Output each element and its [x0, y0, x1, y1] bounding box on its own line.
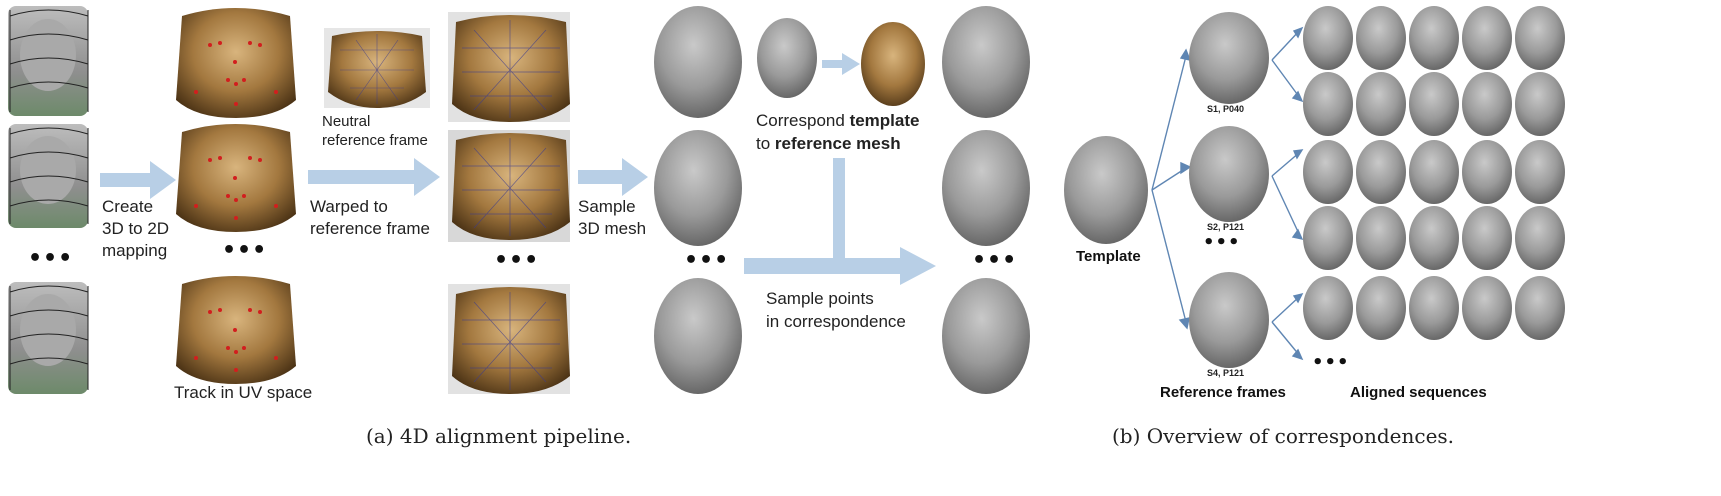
arrow-warp — [308, 158, 440, 196]
uv-texture-1 — [176, 8, 296, 118]
ellipsis-ref: ••• — [1203, 232, 1241, 253]
label-warped-2: reference frame — [310, 219, 430, 238]
neutral-reference-frame — [324, 28, 430, 108]
arrow-create-mapping — [100, 161, 176, 199]
output-face-1 — [942, 6, 1030, 118]
ellipsis-col2: ••• — [222, 238, 268, 263]
reference-face-2 — [1189, 126, 1269, 222]
cylinder-photo-2 — [8, 124, 89, 228]
correspond-to-text: to — [756, 134, 775, 153]
reference-face-1 — [1189, 12, 1269, 104]
label-neutral-2: reference frame — [322, 132, 428, 149]
label-create-1: Create — [102, 197, 154, 216]
label-create-2: 3D to 2D — [102, 219, 170, 238]
label-sample-points-2: in correspondence — [766, 312, 906, 331]
label-create-3: mapping — [102, 241, 168, 260]
caption-b: (b) Overview of correspondences. — [1112, 424, 1455, 448]
label-warped-1: Warped to — [310, 197, 388, 216]
merge-connector — [833, 158, 845, 262]
label-correspond-line2: to reference mesh — [756, 133, 901, 154]
ellipsis-aligned: ••• — [1312, 352, 1350, 373]
template-label: Template — [1076, 248, 1141, 265]
reference-face-3 — [1189, 272, 1269, 368]
correspond-text: Correspond — [756, 111, 850, 130]
mesh-face-3 — [654, 278, 742, 394]
reference-frames-label: Reference frames — [1160, 384, 1286, 401]
ellipsis-col1: ••• — [28, 246, 74, 271]
warped-texture-1 — [448, 12, 570, 122]
mesh-face-2 — [654, 130, 742, 246]
arrow-template-to-ref — [822, 53, 860, 75]
ref-label-3: S4, P121 — [1207, 368, 1245, 378]
template-branch-arrows — [1151, 48, 1192, 330]
label-sample-points-1: Sample points — [766, 289, 874, 308]
arrow-sample-correspondence — [744, 247, 936, 285]
mesh-face-1 — [654, 6, 742, 118]
cylinder-photo-1 — [8, 6, 89, 116]
aligned-sequence-grid — [1303, 6, 1565, 340]
cylinder-photo-3 — [8, 282, 89, 394]
aligned-sequences-label: Aligned sequences — [1350, 384, 1487, 401]
label-track-uv: Track in UV space — [174, 383, 313, 402]
template-face-small — [757, 18, 817, 98]
correspond-bold-template: template — [849, 111, 920, 130]
ellipsis-col5: ••• — [972, 248, 1018, 273]
label-sample-1: Sample — [578, 197, 636, 216]
label-correspond-line1: Correspond template — [756, 110, 919, 131]
ellipsis-col4: ••• — [684, 248, 730, 273]
output-face-2 — [942, 130, 1030, 246]
warped-texture-2 — [448, 130, 570, 242]
template-face-large — [1064, 136, 1148, 244]
warped-texture-3 — [448, 284, 570, 394]
label-neutral-1: Neutral — [322, 113, 371, 130]
arrow-sample-mesh — [578, 158, 648, 196]
correspond-bold-reference: reference mesh — [774, 134, 901, 153]
ellipsis-col3: ••• — [494, 248, 540, 273]
uv-texture-3 — [176, 276, 296, 384]
reference-branch-arrows — [1271, 26, 1304, 361]
ref-label-2: S2, P121 — [1207, 222, 1245, 232]
textured-reference-face — [861, 22, 925, 106]
caption-a: (a) 4D alignment pipeline. — [366, 424, 632, 448]
label-sample-2: 3D mesh — [578, 219, 647, 238]
uv-texture-2 — [176, 124, 296, 232]
ref-label-1: S1, P040 — [1207, 104, 1245, 114]
output-face-3 — [942, 278, 1030, 394]
